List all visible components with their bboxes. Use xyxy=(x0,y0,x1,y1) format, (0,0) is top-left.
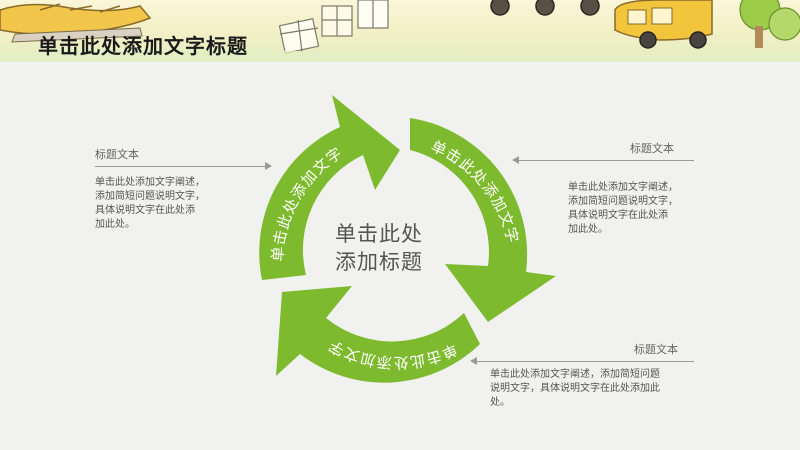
callout-right-bottom-description[interactable]: 单击此处添加文字阐述，添加简短问题 说明文字，具体说明文字在此处添加此 处。 xyxy=(490,368,700,410)
callout-right-bottom-heading[interactable]: 标题文本 xyxy=(634,343,678,356)
callout-right-bottom-line: 单击此处添加文字阐述，添加简短问题 xyxy=(490,369,660,380)
callout-left-divider xyxy=(95,166,265,167)
callout-right-bottom-arrowhead xyxy=(470,357,477,365)
callout-left-line: 加此处。 xyxy=(95,219,135,230)
cycle-segment-top-left[interactable] xyxy=(259,95,400,280)
callout-left-heading[interactable]: 标题文本 xyxy=(95,148,139,161)
callout-left-arrowhead xyxy=(265,162,272,170)
callout-right-top-arrowhead xyxy=(512,156,519,164)
callout-left-line: 具体说明文字在此处添 xyxy=(95,205,195,216)
callout-right-top-line: 具体说明文字在此处添 xyxy=(568,210,668,221)
header-banner xyxy=(0,0,800,62)
callout-right-top-line: 加此处。 xyxy=(568,224,608,235)
callout-right-top-description[interactable]: 单击此处添加文字阐述， 添加简短问题说明文字， 具体说明文字在此处添 加此处。 xyxy=(568,181,708,237)
cycle-segment-bottom[interactable] xyxy=(276,286,480,383)
callout-right-top-divider xyxy=(519,160,694,161)
center-title[interactable]: 单击此处 添加标题 xyxy=(335,220,445,276)
callout-left-line: 单击此处添加文字阐述， xyxy=(95,177,205,188)
decorative-illustration xyxy=(0,0,800,62)
center-title-line-1: 单击此处 xyxy=(335,222,423,246)
callout-right-top-line: 单击此处添加文字阐述， xyxy=(568,182,678,193)
cycle-segment-right[interactable] xyxy=(410,118,556,322)
callout-right-top-line: 添加简短问题说明文字， xyxy=(568,196,678,207)
callout-right-bottom-line: 处。 xyxy=(490,397,510,408)
center-title-line-2: 添加标题 xyxy=(335,250,423,274)
callout-right-bottom-line: 说明文字，具体说明文字在此处添加此 xyxy=(490,383,660,394)
slide-title[interactable]: 单击此处添加文字标题 xyxy=(38,34,248,58)
callout-left-line: 添加简短问题说明文字， xyxy=(95,191,205,202)
callout-left-description[interactable]: 单击此处添加文字阐述， 添加简短问题说明文字， 具体说明文字在此处添 加此处。 xyxy=(95,176,265,232)
callout-right-bottom-divider xyxy=(477,361,694,362)
callout-right-top-heading[interactable]: 标题文本 xyxy=(630,142,674,155)
